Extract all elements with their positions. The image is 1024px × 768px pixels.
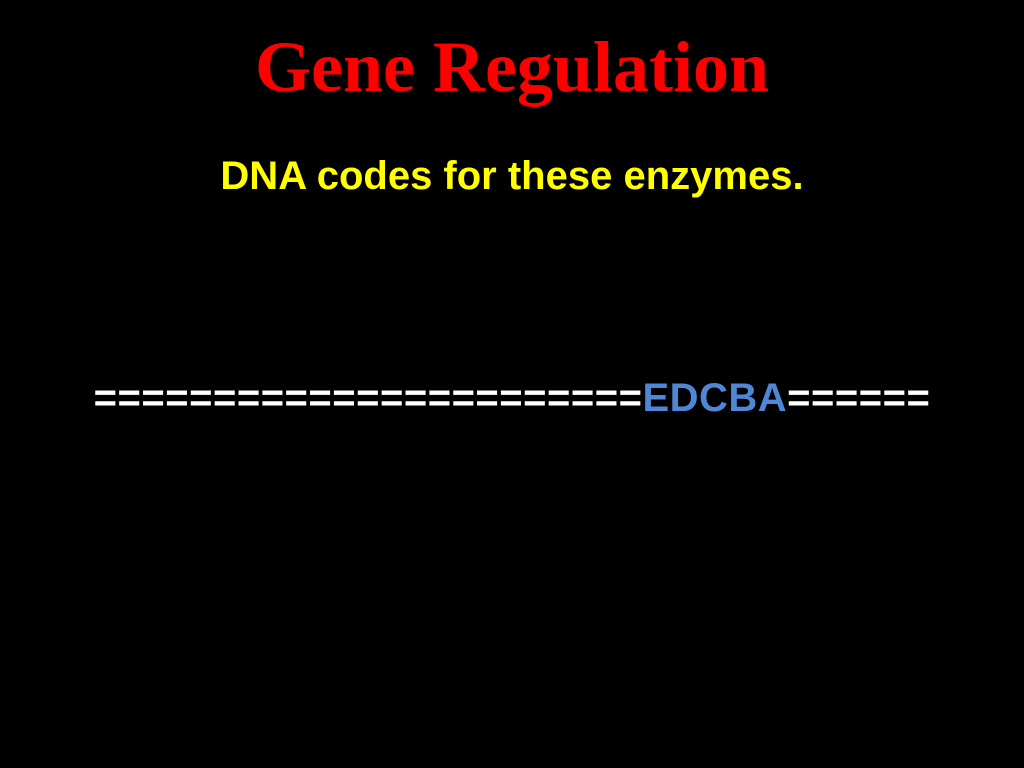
slide-subtitle: DNA codes for these enzymes. [220,154,804,198]
dna-strand: =======================EDCBA====== [0,370,1024,426]
dna-genes: EDCBA [642,376,788,420]
slide-title: Gene Regulation [255,27,769,107]
dna-strand-right: ====== [787,376,931,420]
dna-strand-left: ======================= [93,376,643,420]
